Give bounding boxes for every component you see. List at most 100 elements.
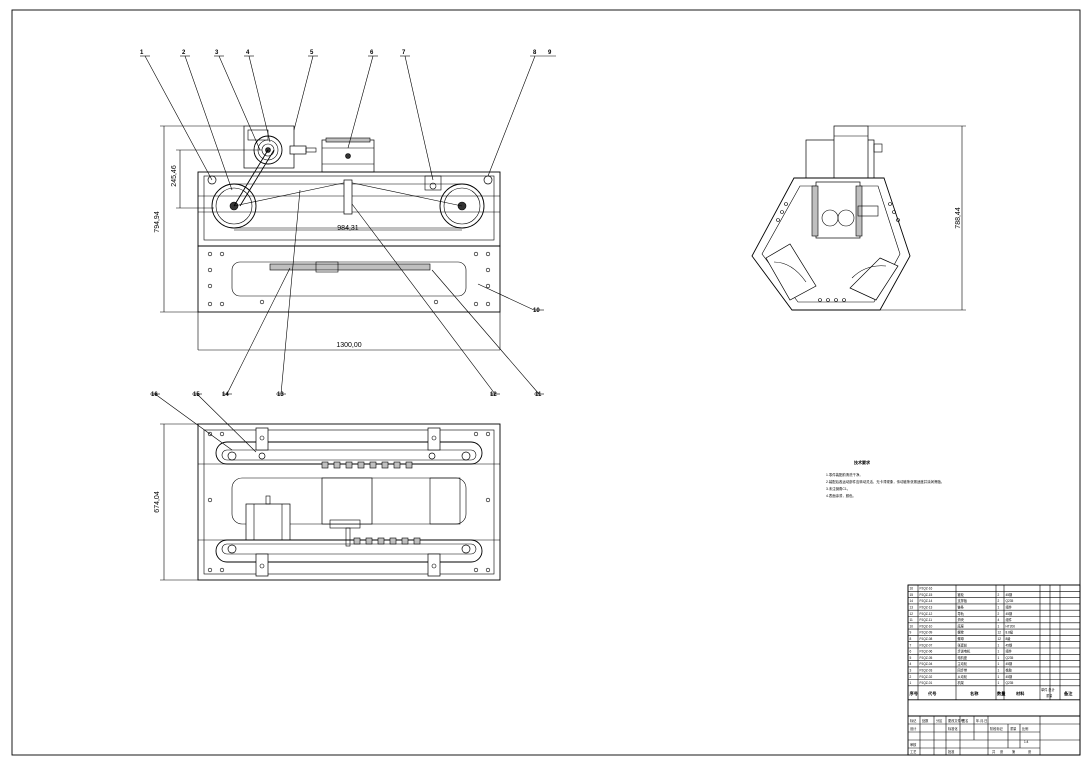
balloon-8: 8 (533, 50, 537, 56)
dim-top-height: 674,04 (154, 491, 161, 513)
tb-count: 处数 (922, 718, 929, 723)
bom-cell-name: 主动轮 (958, 661, 968, 666)
bom-cell-material: 45钢 (1006, 592, 1013, 597)
bom-header-code: 代号 (927, 690, 936, 697)
notes-line-4: 4.表面涂漆，颜色。 (826, 493, 856, 498)
bom-cell-code: PJQZ-15 (920, 593, 933, 597)
side-view: 788,44 (751, 125, 966, 311)
bom-cell-qty: 1 (998, 662, 1000, 666)
bom-cell-no: 8 (910, 637, 912, 641)
bom-cell-no: 12 (910, 612, 914, 616)
bom-cell-code: PJQZ-07 (920, 643, 933, 647)
bom-cell-qty: 1 (998, 669, 1000, 673)
bom-cell-no: 13 (910, 606, 914, 610)
bom-cell-material: 橡胶 (1006, 668, 1013, 673)
bom-header-name: 名称 (970, 690, 979, 697)
tb-change-doc: 更改文件号 (948, 718, 964, 723)
notes-line-3: 3.未注倒角C1。 (826, 486, 850, 491)
bom-cell-no: 15 (910, 593, 914, 597)
tb-mark: 标记 (910, 718, 917, 723)
bom-cell-code: PJQZ-06 (920, 650, 933, 654)
bom-cell-name: 底座 (958, 623, 965, 628)
bom-header-weight-sub: 重量 (1046, 693, 1053, 698)
bom-cell-material: 45钢 (1006, 642, 1013, 647)
balloon-7: 7 (402, 50, 406, 56)
bom-cell-material: 组件 (1006, 617, 1013, 622)
bom-cell-no: 5 (910, 656, 912, 660)
bom-header-weight: 单件 总计 (1041, 687, 1055, 692)
bom-cell-no: 1 (910, 681, 912, 685)
dim-side-height: 788,44 (955, 207, 962, 229)
bom-cell-qty: 1 (998, 681, 1000, 685)
bom-cell-qty: 1 (998, 624, 1000, 628)
bom-cell-no: 2 (910, 675, 912, 679)
balloon-5: 5 (310, 50, 314, 56)
tb-scale-value: 1:4 (1024, 740, 1029, 744)
balloon-12: 12 (490, 392, 497, 398)
bom-cell-code: PJQZ-01 (920, 681, 933, 685)
bom-cell-material: 45钢 (1006, 611, 1013, 616)
tb-zone: 分区 (936, 718, 943, 723)
tb-sheet-unit: 张 (1028, 749, 1032, 754)
balloon-2: 2 (182, 50, 186, 56)
bom-cell-code: PJQZ-12 (920, 612, 933, 616)
balloon-3: 3 (215, 50, 219, 56)
balloon-11: 11 (535, 392, 542, 398)
bom-cell-code: PJQZ-02 (920, 675, 933, 679)
bom-cell-material: 8级 (1006, 636, 1012, 641)
balloon-13: 13 (277, 392, 284, 398)
bom-header-no: 序号 (910, 690, 918, 697)
tb-approve: 批准 (948, 749, 955, 754)
bom-cell-name: 螺栓 (958, 630, 965, 635)
bom-cell-qty: 4 (998, 618, 1000, 622)
tb-scale: 比例 (1022, 726, 1028, 731)
bom-header-qty: 数量 (997, 690, 1006, 697)
balloon-10: 10 (533, 308, 540, 314)
tb-sheet-no: 第 (1012, 749, 1016, 754)
bom-cell-no: 9 (910, 631, 912, 635)
bom-cell-name: 步进电机 (958, 649, 972, 654)
bom-cell-name: 滑块 (958, 617, 965, 622)
bom-cell-qty: 1 (998, 656, 1000, 660)
bom-cell-name: 链轮 (958, 592, 965, 597)
top-stepper-motor (245, 503, 291, 541)
sheet-border (11, 9, 1081, 756)
bom-cell-no: 6 (910, 650, 912, 654)
bom-cell-material: 45钢 (1006, 674, 1013, 679)
bom-cell-name: 电机座 (958, 655, 968, 660)
bom-cell-material: 45钢 (1006, 661, 1013, 666)
tb-sheets-total: 共 (992, 749, 996, 754)
title-block: 标记 处数 分区 更改文件号 签名 年.月.日 设计 标准化 阶段标记 重量 比… (908, 715, 1080, 755)
bom-cell-name: 螺母 (958, 636, 964, 641)
balloon-1: 1 (140, 50, 144, 56)
front-view: 794,94 245,46 984,31 1300,00 (154, 125, 501, 351)
dim-front-upper-height: 245,46 (171, 165, 178, 187)
bom-cell-code: PJQZ-04 (920, 662, 933, 666)
bom-cell-no: 11 (910, 618, 914, 622)
bom-cell-code: PJQZ-09 (920, 631, 933, 635)
bom-cell-material: Q235 (1006, 599, 1014, 603)
tb-weight: 重量 (1010, 726, 1017, 731)
tb-date: 年.月.日 (976, 718, 987, 723)
bom-cell-material: 组件 (1006, 605, 1013, 610)
bom-cell-qty: 2 (998, 599, 1000, 603)
front-base (197, 245, 501, 313)
top-frame (197, 423, 501, 581)
dim-center-distance: 984,31 (337, 225, 359, 232)
bom-cell-qty: 2 (998, 612, 1000, 616)
bom-cell-code: PJQZ-13 (920, 606, 933, 610)
bom-cell-name: 链条 (958, 605, 965, 610)
bom-cell-qty: 12 (998, 637, 1002, 641)
bom-cell-no: 10 (910, 624, 914, 628)
bom-cell-qty: 2 (998, 593, 1000, 597)
bom-cell-code: PJQZ-08 (920, 637, 933, 641)
bom-cell-material: HT200 (1006, 624, 1016, 628)
balloon-6: 6 (370, 50, 374, 56)
bom-cell-qty: 1 (998, 606, 1000, 610)
bom-cell-code: PJQZ-03 (920, 669, 933, 673)
notes-title: 技术要求 (854, 459, 871, 465)
bom-header-material: 材料 (1015, 690, 1025, 697)
balloon-4: 4 (246, 50, 250, 56)
